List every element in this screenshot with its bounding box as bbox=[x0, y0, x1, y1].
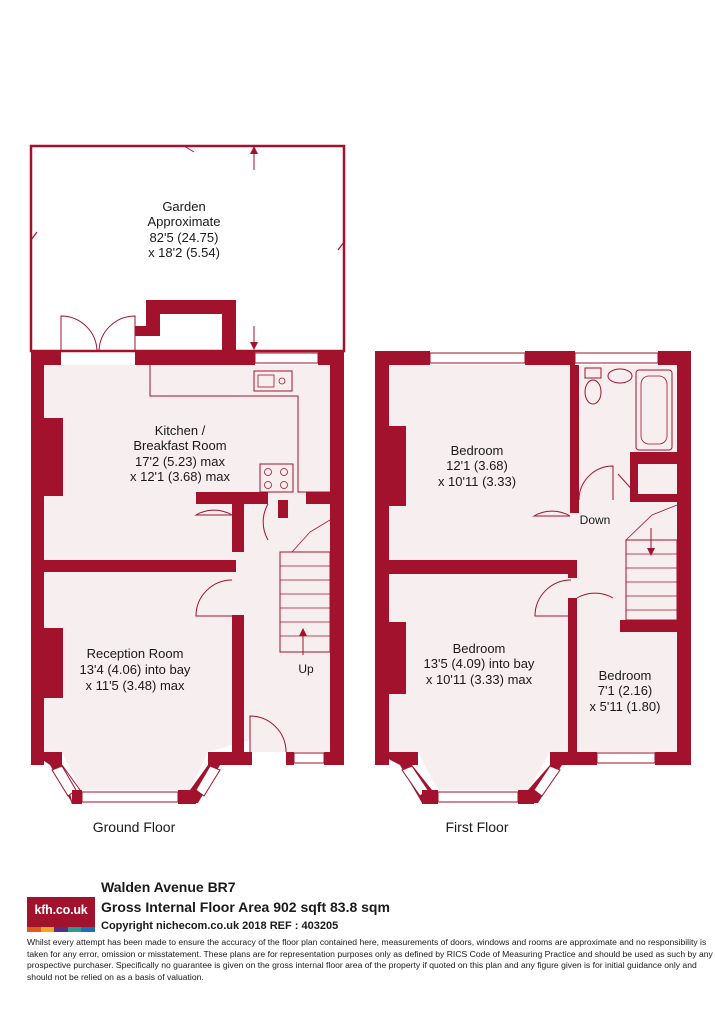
logo-bar-segment bbox=[27, 927, 41, 932]
reception-dim-1: 13'4 (4.06) into bay bbox=[80, 662, 191, 677]
kitchen-label: Kitchen / bbox=[155, 423, 206, 438]
bedroom-1-dim-2: x 10'11 (3.33) bbox=[438, 474, 516, 489]
kitchen-dim-2: x 12'1 (3.68) max bbox=[130, 469, 231, 484]
garden-label: Garden bbox=[162, 199, 205, 214]
logo-bar-segment bbox=[54, 927, 68, 932]
disclaimer: Whilst every attempt has been made to en… bbox=[27, 937, 713, 982]
kfh-logo: kfh.co.uk bbox=[27, 897, 95, 932]
logo-color-bar bbox=[27, 927, 95, 932]
first-floor-plan bbox=[375, 351, 691, 804]
ground-floor-plan bbox=[31, 300, 344, 805]
logo-text: kfh.co.uk bbox=[34, 903, 88, 917]
property-address: Walden Avenue BR7 bbox=[101, 879, 236, 895]
bedroom-3-dim-1: 7'1 (2.16) bbox=[598, 683, 653, 698]
stairs-up-label: Up bbox=[298, 662, 314, 676]
bedroom-2-dim-2: x 10'11 (3.33) max bbox=[426, 672, 533, 687]
stairs-down-label: Down bbox=[580, 513, 611, 527]
reception-dim-2: x 11'5 (3.48) max bbox=[85, 678, 185, 693]
garden-dim-2: x 18'2 (5.54) bbox=[148, 245, 220, 260]
first-floor-title: First Floor bbox=[446, 819, 509, 835]
bedroom-3-label: Bedroom bbox=[599, 668, 652, 683]
floor-area: Gross Internal Floor Area 902 sqft 83.8 … bbox=[101, 899, 390, 915]
bedroom-1-dim-1: 12'1 (3.68) bbox=[446, 458, 508, 473]
garden-area bbox=[29, 144, 346, 353]
garden-approx-label: Approximate bbox=[148, 214, 221, 229]
kitchen-label-2: Breakfast Room bbox=[133, 438, 226, 453]
bedroom-3-dim-2: x 5'11 (1.80) bbox=[590, 699, 661, 714]
copyright: Copyright nichecom.co.uk 2018 REF : 4032… bbox=[101, 920, 339, 932]
logo-bar-segment bbox=[67, 927, 82, 932]
reception-label: Reception Room bbox=[87, 646, 184, 661]
kitchen-dim-1: 17'2 (5.23) max bbox=[135, 454, 225, 469]
bedroom-1-label: Bedroom bbox=[451, 443, 504, 458]
logo-bar-segment bbox=[40, 927, 55, 932]
ground-floor-title: Ground Floor bbox=[93, 819, 176, 835]
garden-dim-1: 82'5 (24.75) bbox=[150, 230, 219, 245]
bedroom-2-label: Bedroom bbox=[453, 641, 506, 656]
bedroom-2-dim-1: 13'5 (4.09) into bay bbox=[424, 656, 535, 671]
logo-bar-segment bbox=[81, 927, 95, 932]
